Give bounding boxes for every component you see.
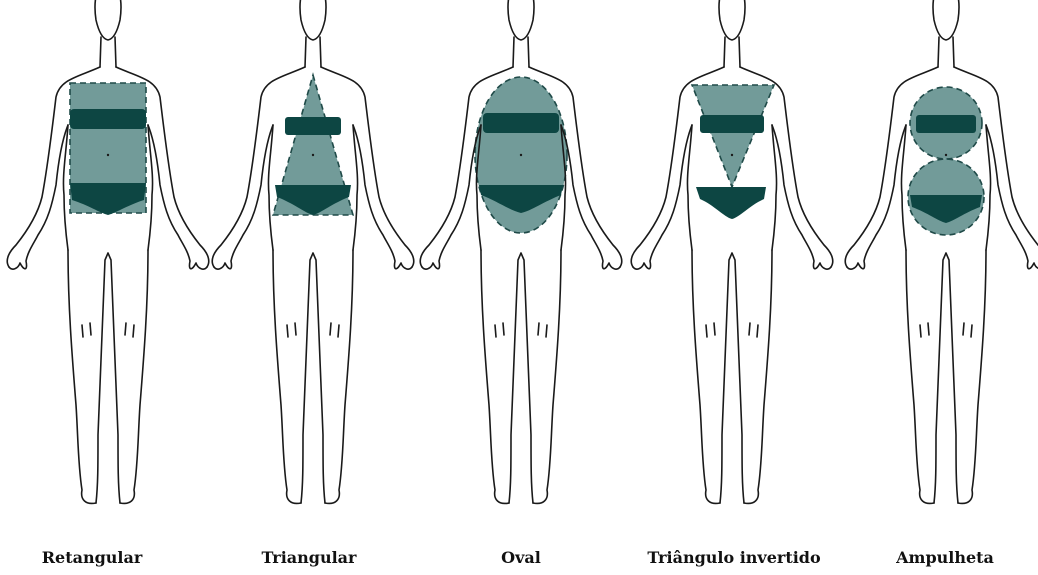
- label-oval: Oval: [501, 548, 541, 567]
- figure-triangular: [212, 0, 414, 503]
- chest-band: [70, 109, 146, 129]
- figure-triangulo-invertido: [631, 0, 833, 503]
- label-triangulo-invertido: Triângulo invertido: [647, 548, 820, 567]
- figure-ampulheta: [845, 0, 1038, 503]
- figure-retangular: [7, 0, 209, 503]
- chest-band: [700, 115, 764, 133]
- chest-band: [916, 115, 976, 133]
- chest-band: [483, 113, 559, 133]
- figure-oval: [420, 0, 622, 503]
- chest-band: [285, 117, 341, 135]
- label-triangular: Triangular: [262, 548, 357, 567]
- hip-band: [696, 187, 766, 219]
- label-ampulheta: Ampulheta: [896, 548, 994, 567]
- label-retangular: Retangular: [42, 548, 143, 567]
- inverted-triangle-shape: [692, 85, 774, 187]
